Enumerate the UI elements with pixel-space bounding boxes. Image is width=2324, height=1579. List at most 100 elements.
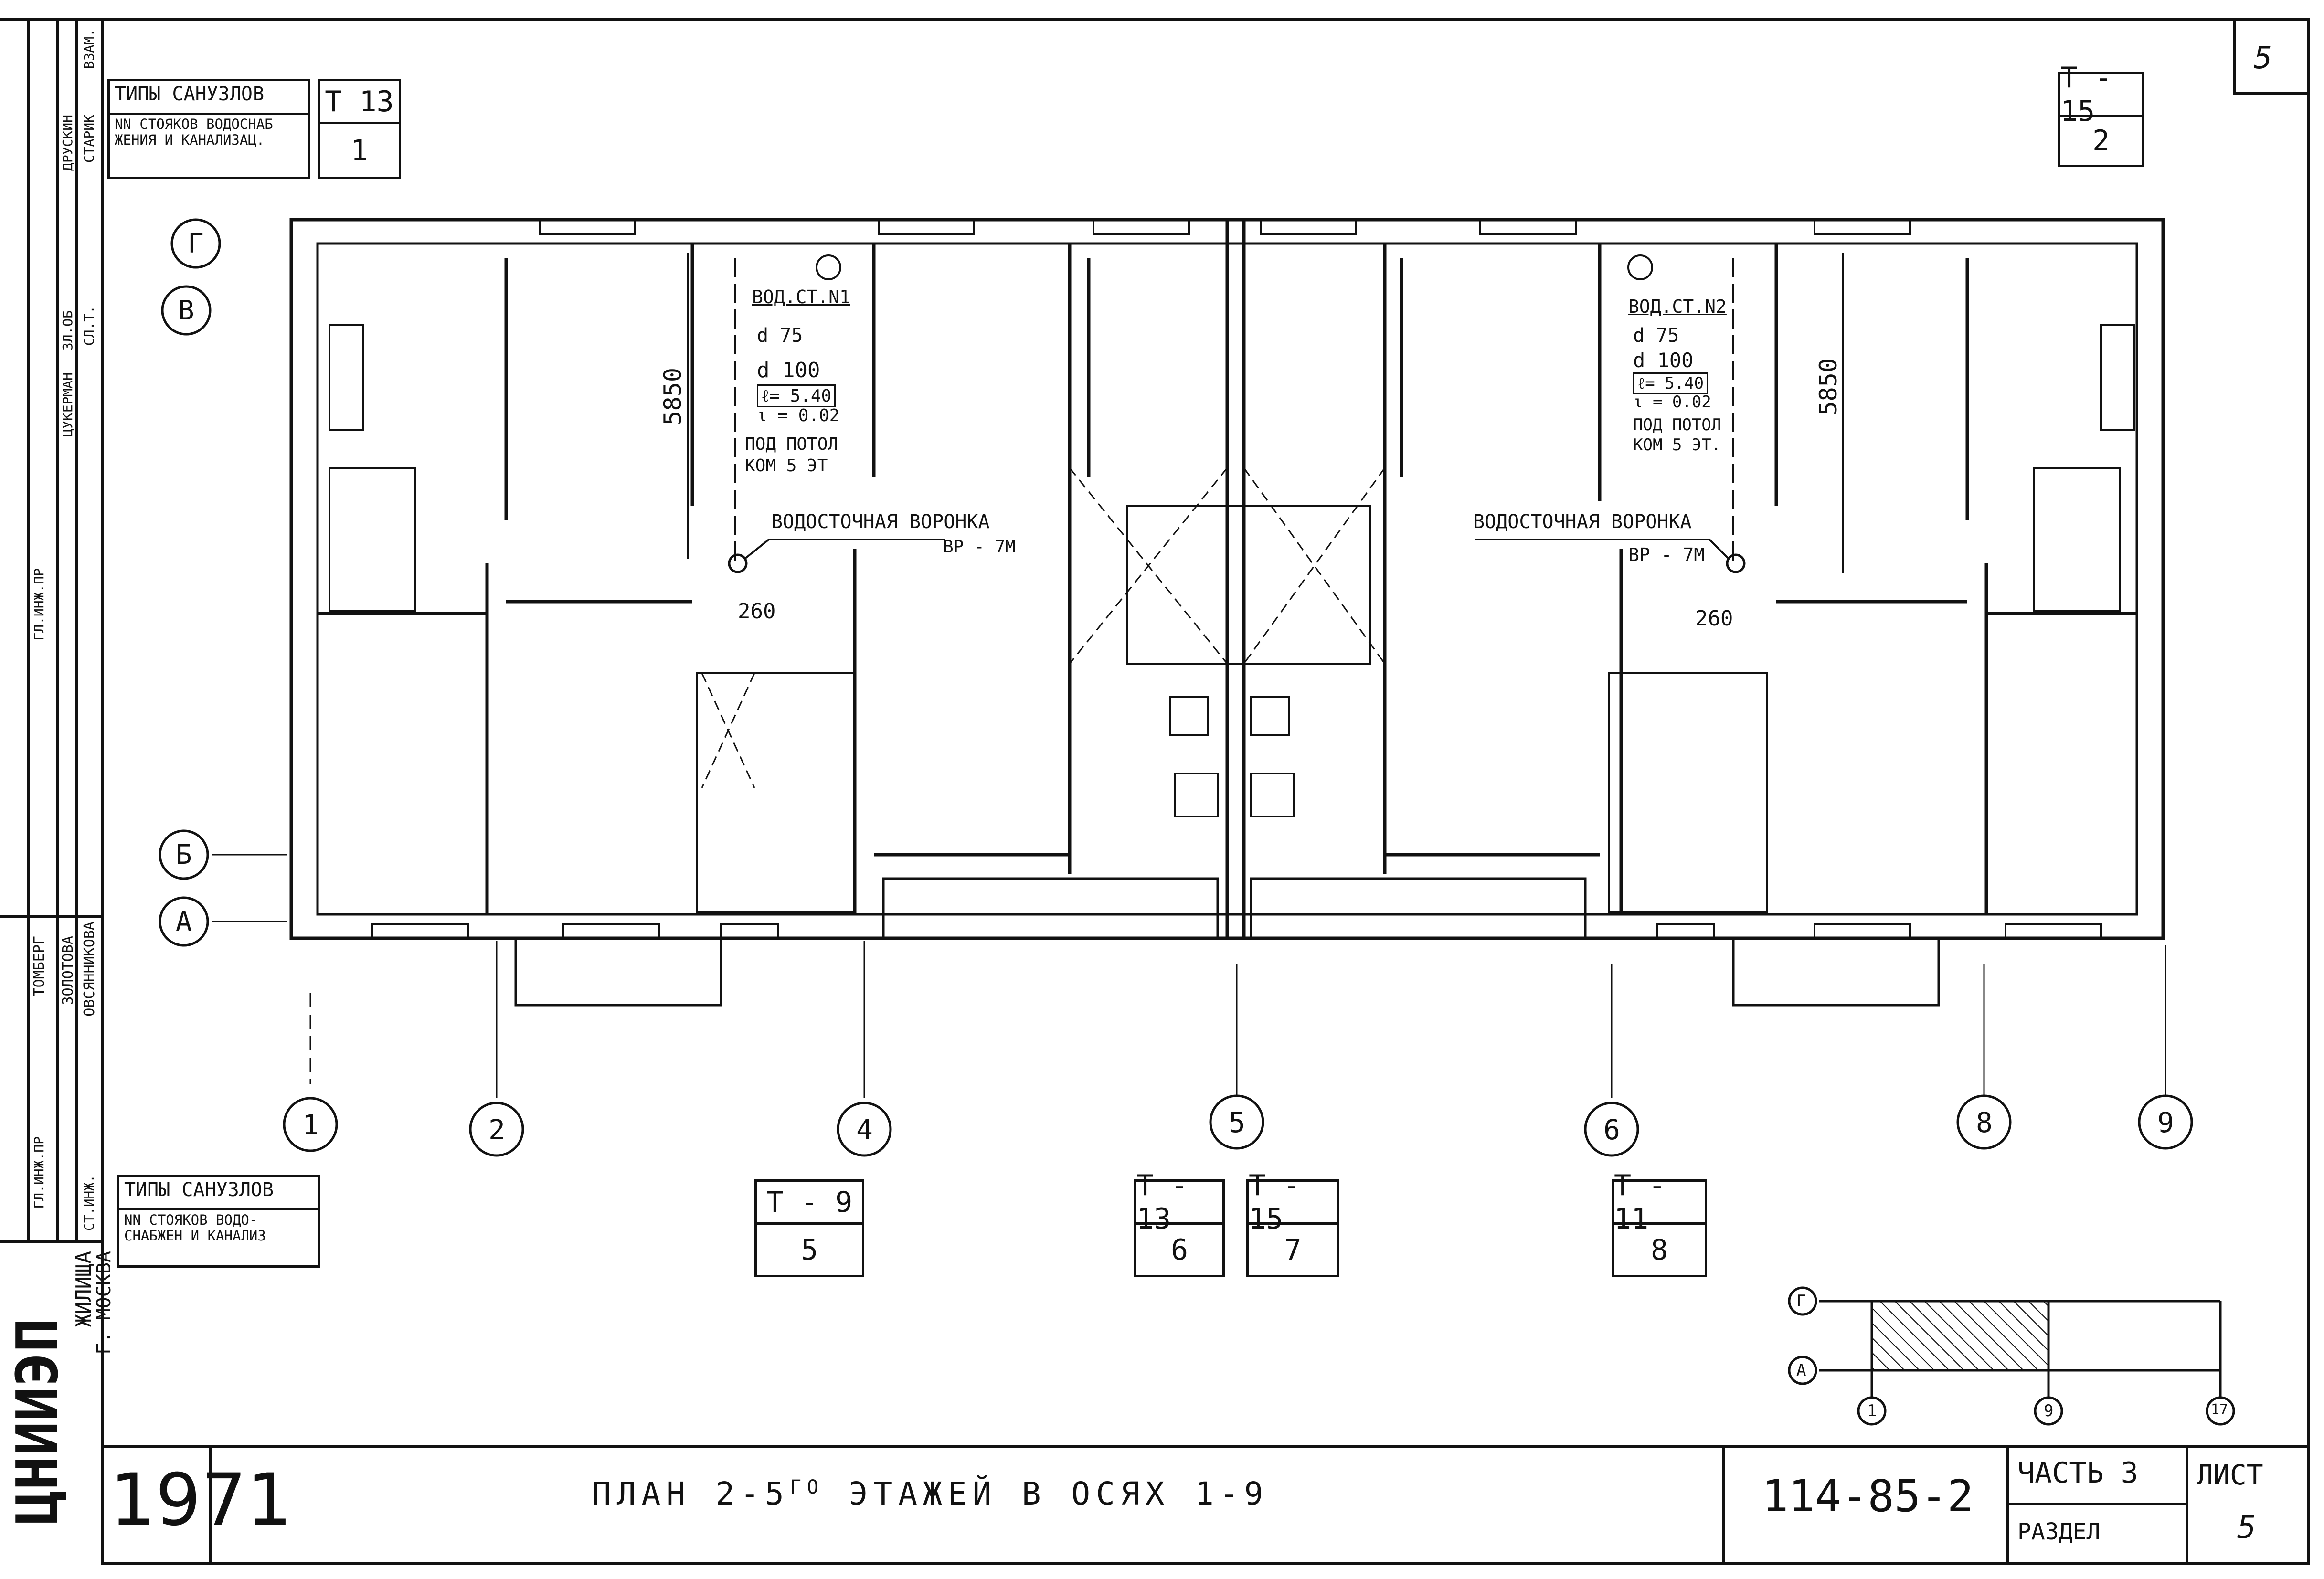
riser-right-note2: КОМ 5 ЭТ. — [1633, 435, 1721, 455]
axis-label-5: 5 — [1229, 1106, 1245, 1139]
axis-label-6: 6 — [1603, 1113, 1620, 1146]
axis-bubble-5 — [1209, 1094, 1264, 1150]
riser-left-i: ι = 0.02 — [757, 406, 840, 425]
bottom-type-3: Т - 15 — [1246, 1169, 1339, 1236]
stamp-name-7: ГЛ.ИНЖ.ПР — [31, 568, 47, 641]
stamp-name-8: ЗОЛОТОВА — [60, 936, 76, 1005]
stamp-name-1: ВЗАМ. — [81, 29, 97, 69]
stamp-org-sub1: ЖИЛИЩА — [72, 1251, 96, 1327]
axis-bubble-1 — [283, 1097, 338, 1152]
axis-label-9: 9 — [2157, 1106, 2174, 1139]
key-axis-1: 1 — [1867, 1401, 1877, 1420]
legend-bottom-row2b: СНАБЖЕН И КАНАЛИЗ — [124, 1228, 266, 1244]
axis-label-b: Б — [176, 839, 192, 870]
stamp-name-5: ЗЛ.ОБ — [60, 310, 75, 351]
legend-top-num: 1 — [318, 122, 401, 179]
legend-top-type: Т 13 — [318, 79, 401, 124]
axis-bubble-4 — [837, 1102, 892, 1157]
dim-right-height: 5850 — [1815, 358, 1842, 416]
sheet-number: 5 — [2237, 1509, 2256, 1546]
riser-right-d1: d 75 — [1633, 325, 1679, 347]
axis-label-g: Г — [188, 228, 204, 259]
legend-top-row1: ТИПЫ САНУЗЛОВ — [110, 81, 308, 115]
axis-bubble-a — [159, 896, 209, 947]
key-axis-9: 9 — [2044, 1401, 2054, 1420]
riser-right-l: ℓ= 5.40 — [1633, 372, 1709, 394]
part-label: ЧАСТЬ 3 — [2017, 1456, 2138, 1490]
legend-bottom-row1: ТИПЫ САНУЗЛОВ — [119, 1177, 318, 1210]
drain-funnel-right — [1726, 553, 1746, 573]
stamp-name-4: СЛ.Т. — [81, 306, 97, 346]
axis-bubble-8 — [1956, 1094, 2012, 1150]
sheet-title-rest: ЭТАЖЕЙ В ОСЯХ 1-9 — [849, 1475, 1269, 1512]
riser-right-d2: d 100 — [1633, 349, 1694, 372]
stamp-name-9: ТОМБЕРГ — [31, 936, 48, 996]
axis-bubble-b — [159, 829, 209, 880]
axis-bubble-g — [170, 218, 221, 269]
axis-bubble-v — [161, 285, 212, 336]
sheet-title: ПЛАН 2-5ГО ЭТАЖЕЙ В ОСЯХ 1-9 — [592, 1475, 1269, 1512]
axis-label-4: 4 — [856, 1113, 873, 1146]
stamp-name-2: СТАРИК — [81, 115, 97, 163]
dim-right-offset: 260 — [1695, 606, 1733, 631]
axis-label-2: 2 — [488, 1113, 505, 1146]
funnel-right-code: ВР - 7М — [1628, 544, 1705, 565]
legend-top-right-num: 2 — [2058, 115, 2144, 167]
key-plan — [1788, 1286, 2235, 1426]
project-code: 114-85-2 — [1762, 1471, 1974, 1522]
bottom-type-2: Т - 13 — [1134, 1169, 1225, 1236]
section-label: РАЗДЕЛ — [2017, 1518, 2101, 1545]
sheet-title-sup: ГО — [789, 1476, 825, 1498]
bottom-type-1: Т - 9 — [754, 1179, 864, 1225]
riser-left-l: ℓ= 5.40 — [757, 384, 836, 407]
riser-left-note1: ПОД ПОТОЛ — [745, 434, 838, 454]
sheet-frame — [101, 18, 2310, 1565]
funnel-right-label: ВОДОСТОЧНАЯ ВОРОНКА — [1473, 511, 1692, 533]
stamp-name-12: СТ.ИНЖ. — [81, 1175, 97, 1231]
stamp-name-10: ОВСЯННИКОВА — [81, 922, 98, 1017]
riser-left-name: ВОД.СТ.N1 — [752, 286, 850, 307]
key-axis-a: А — [1796, 1361, 1806, 1380]
riser-right-name: ВОД.СТ.N2 — [1628, 296, 1727, 317]
bottom-type-4: Т - 11 — [1612, 1169, 1707, 1236]
bottom-num-2: 6 — [1134, 1222, 1225, 1277]
bottom-num-3: 7 — [1246, 1222, 1339, 1277]
riser-left-d2: d 100 — [757, 358, 820, 382]
key-axis-g: Г — [1796, 1292, 1806, 1311]
funnel-left-label: ВОДОСТОЧНАЯ ВОРОНКА — [771, 511, 990, 533]
floor-plan — [212, 218, 2166, 1098]
year: 1971 — [110, 1459, 292, 1542]
riser-left-d1: d 75 — [757, 325, 803, 347]
legend-bottom: ТИПЫ САНУЗЛОВ NN СТОЯКОВ ВОДО-СНАБЖЕН И … — [117, 1175, 320, 1268]
legend-top-right-type: Т - 15 — [2058, 61, 2144, 128]
sheet-title-main: ПЛАН 2-5 — [592, 1475, 790, 1512]
riser-left-note2: КОМ 5 ЭТ — [745, 456, 828, 476]
axis-label-1: 1 — [302, 1109, 319, 1141]
key-axis-17: 17 — [2211, 1401, 2228, 1418]
sheet-label: ЛИСТ — [2197, 1459, 2263, 1491]
axis-label-a: А — [176, 906, 192, 937]
stamp-name-3: ДРУСКИН — [60, 115, 75, 171]
bottom-num-4: 8 — [1612, 1222, 1707, 1277]
axis-bubble-9 — [2138, 1094, 2193, 1150]
stamp-org-name: ЦНИИЭП — [5, 1318, 71, 1525]
stamp-org-sub2: Г. МОСКВА — [93, 1251, 115, 1355]
axis-bubble-2 — [469, 1102, 524, 1157]
dim-left-offset: 260 — [738, 599, 776, 624]
riser-right-note1: ПОД ПОТОЛ — [1633, 415, 1721, 434]
stamp-name-11: ГЛ.ИНЖ.ПР — [31, 1136, 47, 1209]
riser-right-i: ι = 0.02 — [1633, 392, 1711, 412]
axis-label-8: 8 — [1976, 1106, 1993, 1139]
legend-top-row2b: ЖЕНИЯ И КАНАЛИЗАЦ. — [115, 132, 265, 148]
stamp-name-6: ЦУКЕРМАН — [60, 372, 75, 437]
legend-top-row2a: NN СТОЯКОВ ВОДОСНАБ — [115, 116, 273, 132]
dim-left-height: 5850 — [659, 368, 687, 425]
funnel-left-code: ВР - 7М — [943, 537, 1016, 557]
axis-bubble-6 — [1584, 1102, 1639, 1157]
legend-bottom-row2a: NN СТОЯКОВ ВОДО- — [124, 1212, 258, 1228]
drain-funnel-left — [728, 553, 748, 573]
bottom-num-1: 5 — [754, 1222, 864, 1277]
page-number: 5 — [2254, 41, 2272, 76]
